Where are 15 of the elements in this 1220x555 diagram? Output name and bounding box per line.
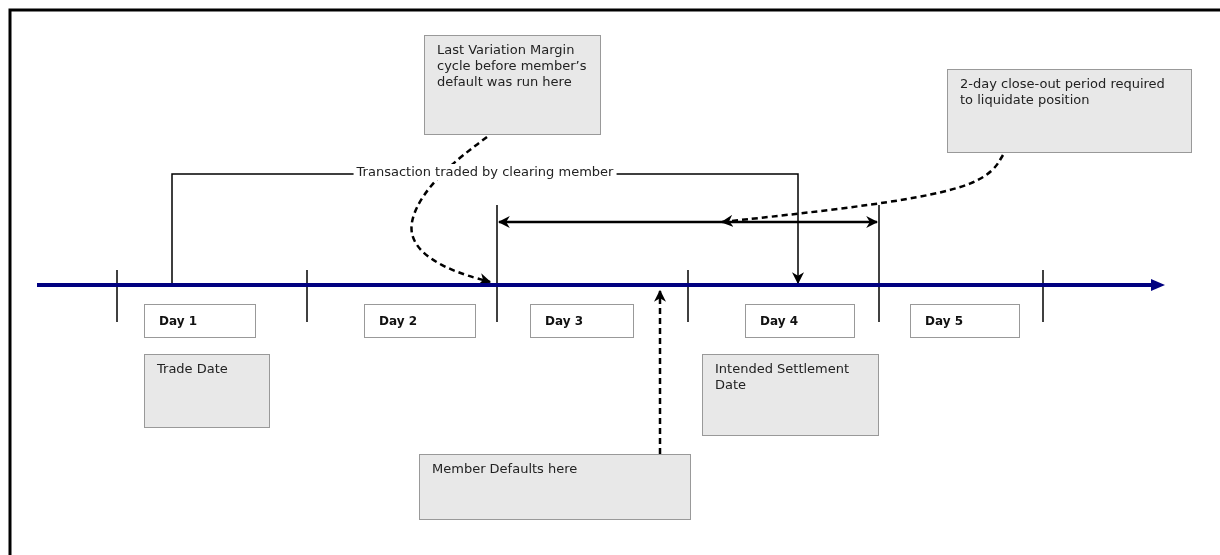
timeline-arrow: [37, 279, 1165, 291]
dashed-arrow: [720, 154, 1005, 227]
day-label-box: Day 5: [910, 304, 1020, 338]
note-box: 2-day close-out period required to liquidate position: [947, 69, 1192, 153]
edge-label: Transaction traded by clearing member: [353, 164, 617, 180]
day-label-box: Day 4: [745, 304, 855, 338]
day-label-box: Day 2: [364, 304, 476, 338]
dashed-arrow: [654, 289, 666, 454]
note-box: Trade Date: [144, 354, 270, 428]
note-box: Last Variation Margin cycle before member’s default was run here: [424, 35, 601, 135]
note-box: Member Defaults here: [419, 454, 691, 520]
note-box: Intended Settlement Date: [702, 354, 879, 436]
day-label-box: Day 1: [144, 304, 256, 338]
dashed-arrow: [410, 136, 492, 285]
day-label-box: Day 3: [530, 304, 634, 338]
